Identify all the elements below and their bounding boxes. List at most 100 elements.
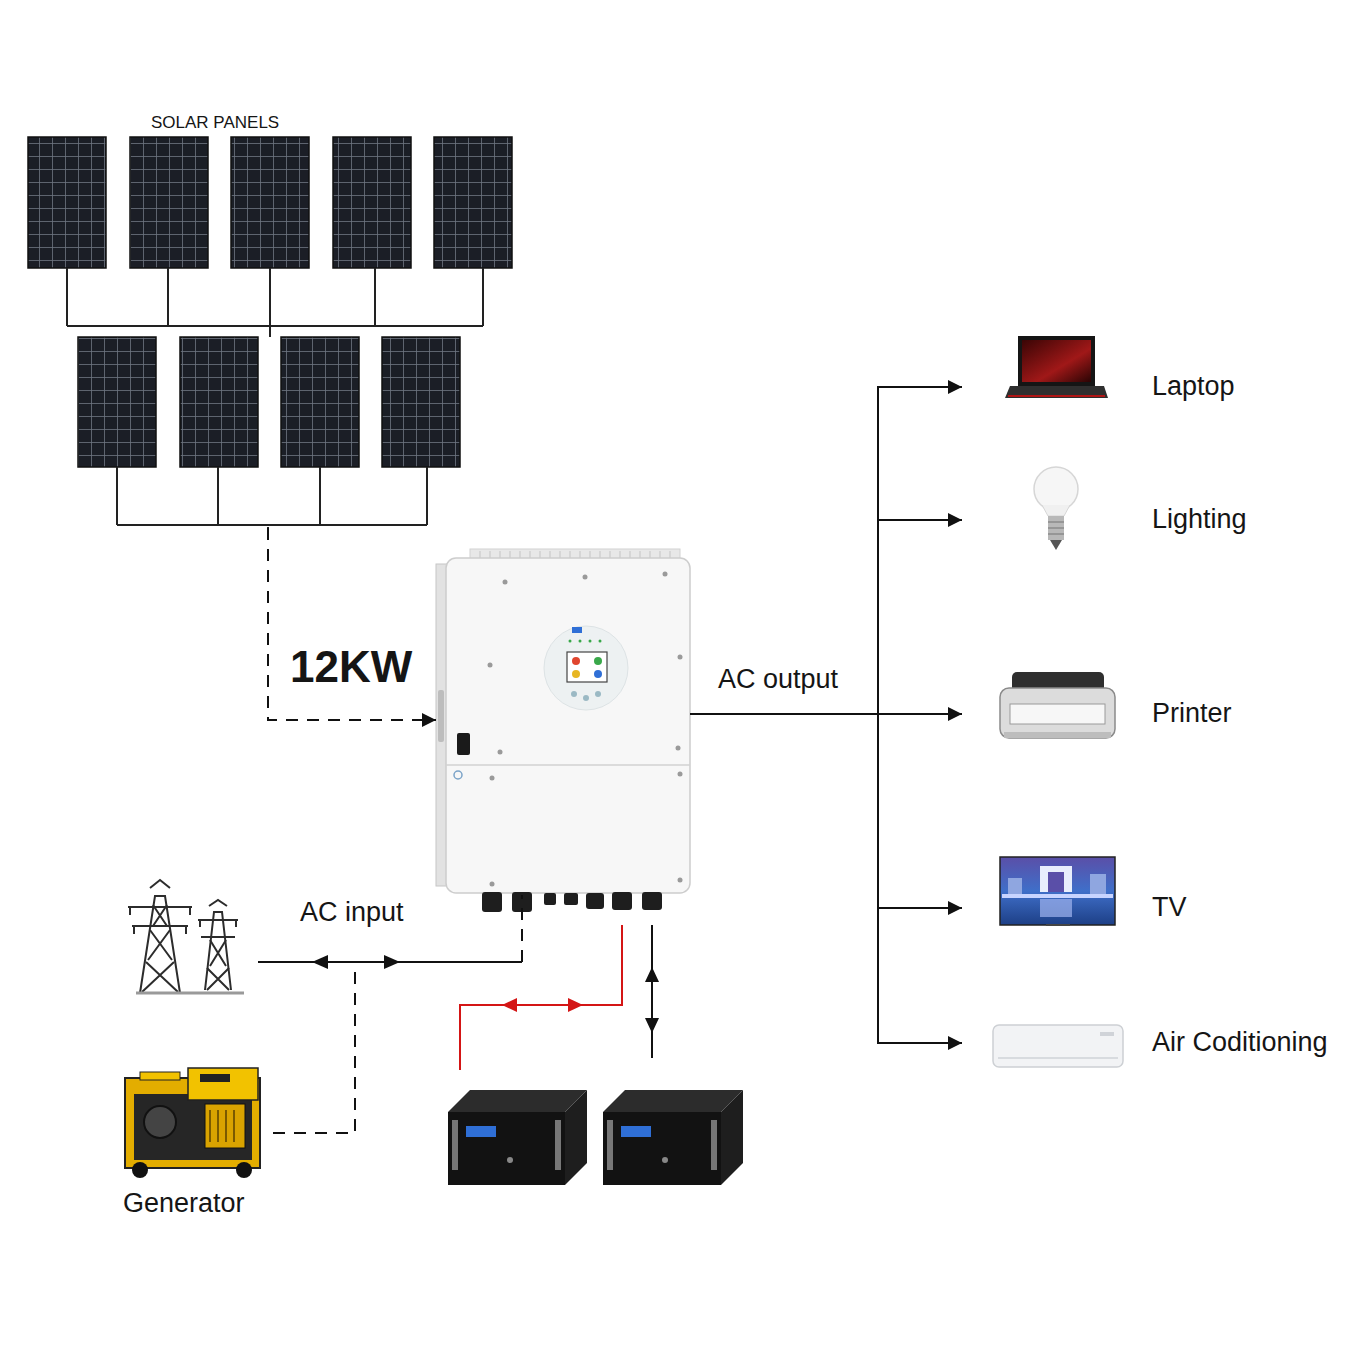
hybrid-inverter-part-part <box>678 772 683 777</box>
ac-output-label: AC output <box>718 664 838 695</box>
battery-pack-part <box>603 1090 743 1112</box>
node-label: Printer <box>1152 698 1232 729</box>
hybrid-inverter-part <box>454 771 462 779</box>
hybrid-inverter-part <box>572 627 582 633</box>
laptop-icon <box>1005 336 1108 398</box>
diesel-generator <box>125 1068 260 1178</box>
hybrid-inverter-part-part <box>678 878 683 883</box>
power-grid-towers-part <box>200 920 236 927</box>
battery-wiring-part <box>651 925 653 1058</box>
hybrid-inverter-part <box>544 626 628 710</box>
battery-wiring-part <box>502 998 517 1012</box>
laptop-icon-part <box>1022 340 1091 382</box>
light-bulb-icon <box>1034 467 1078 550</box>
hybrid-inverter-part-part <box>490 882 495 887</box>
battery-pack-part <box>607 1120 613 1170</box>
hybrid-inverter-part <box>571 691 577 697</box>
hybrid-inverter-part-part <box>490 776 495 781</box>
hybrid-inverter-part-part <box>482 892 502 912</box>
battery-pack-part <box>721 1090 743 1185</box>
solar-panel-array-part <box>28 137 106 268</box>
solar-panel-array-part <box>130 137 208 268</box>
solar-panel-array-part <box>434 137 512 268</box>
solar-panel-array-part <box>180 337 258 467</box>
hybrid-inverter <box>436 549 690 912</box>
tv-icon-part <box>1002 894 1113 898</box>
panel-wiring-part <box>117 467 427 525</box>
battery-pack-part <box>466 1126 496 1137</box>
power-grid-towers-part <box>136 992 244 995</box>
battery-pack-part <box>603 1112 721 1185</box>
battery-pack <box>448 1090 587 1185</box>
load-item: Laptop <box>962 347 1243 427</box>
hybrid-inverter-part <box>446 558 690 893</box>
hybrid-inverter-part <box>599 640 602 643</box>
light-bulb-icon-part <box>1048 516 1064 540</box>
air-conditioner-icon-part <box>1100 1032 1114 1036</box>
solar-panel-array-part <box>281 337 359 467</box>
power-connector <box>690 714 962 1043</box>
tv-icon-part <box>1090 874 1106 894</box>
battery-pack-part <box>448 1112 565 1185</box>
tv-icon-part <box>1046 924 1070 926</box>
load-item: Lighting <box>962 480 1255 560</box>
hybrid-inverter-part-part <box>642 892 662 910</box>
hybrid-inverter-part <box>438 690 444 742</box>
hybrid-inverter-part <box>457 733 470 755</box>
hybrid-inverter-part <box>583 695 589 701</box>
diesel-generator-part <box>236 1162 252 1178</box>
laptop-icon-part <box>1005 386 1108 398</box>
hybrid-inverter-part <box>579 640 582 643</box>
hybrid-inverter-part <box>589 640 592 643</box>
node-label: Generator <box>123 1188 245 1219</box>
power-connector <box>268 528 436 720</box>
power-grid-towers-part <box>198 900 238 937</box>
hybrid-inverter-part <box>567 652 607 682</box>
battery-pack-part <box>448 1090 587 1112</box>
hybrid-inverter-part-part <box>488 663 493 668</box>
battery-pack <box>603 1090 743 1185</box>
printer-icon-part <box>1010 704 1105 724</box>
diesel-generator-part <box>205 1104 245 1148</box>
hybrid-inverter-part <box>595 691 601 697</box>
tv-icon-part <box>1040 899 1072 917</box>
diesel-generator-part <box>134 1094 252 1160</box>
battery-pack-part <box>452 1120 458 1170</box>
node-label: 12KW <box>290 642 412 693</box>
diesel-generator-part <box>140 1072 180 1080</box>
battery-wiring-part <box>645 967 659 982</box>
laptop-icon-part <box>1018 336 1095 386</box>
diesel-generator-part <box>144 1106 176 1138</box>
battery-pack-part <box>565 1090 587 1185</box>
hybrid-inverter-part-part <box>676 746 681 751</box>
light-bulb-icon-part <box>1042 505 1070 516</box>
battery-wiring-part <box>460 925 622 1070</box>
power-grid-towers-part <box>205 912 231 990</box>
hybrid-inverter-part-part <box>586 893 604 909</box>
hybrid-inverter-part-part <box>498 750 503 755</box>
solar-panel-array-part <box>333 137 411 268</box>
air-conditioner-icon <box>993 1025 1123 1067</box>
inverter-box: 12KW <box>436 558 690 895</box>
battery-pack-part <box>662 1157 668 1163</box>
hybrid-inverter-part-part <box>503 580 508 585</box>
hybrid-inverter-part-part <box>583 575 588 580</box>
diesel-generator-part <box>132 1162 148 1178</box>
generator-unit: Generator <box>115 1060 273 1232</box>
hybrid-inverter-part <box>594 670 602 678</box>
tv-icon-part <box>1048 872 1064 892</box>
node-label: Air Coditioning <box>1152 1027 1328 1058</box>
node-label: TV <box>1152 892 1187 923</box>
load-item: Air Coditioning <box>962 1003 1336 1083</box>
power-grid-towers-part <box>128 880 192 926</box>
hybrid-inverter-part <box>569 640 572 643</box>
hybrid-inverter-part-part <box>663 572 668 577</box>
light-bulb-icon-part <box>1050 540 1062 550</box>
diesel-generator-part <box>200 1074 230 1082</box>
battery-wiring-part <box>568 998 583 1012</box>
ac-input-line-part <box>312 955 328 969</box>
solar-panel-array-part <box>78 337 156 467</box>
light-bulb-icon-part <box>1048 522 1064 534</box>
